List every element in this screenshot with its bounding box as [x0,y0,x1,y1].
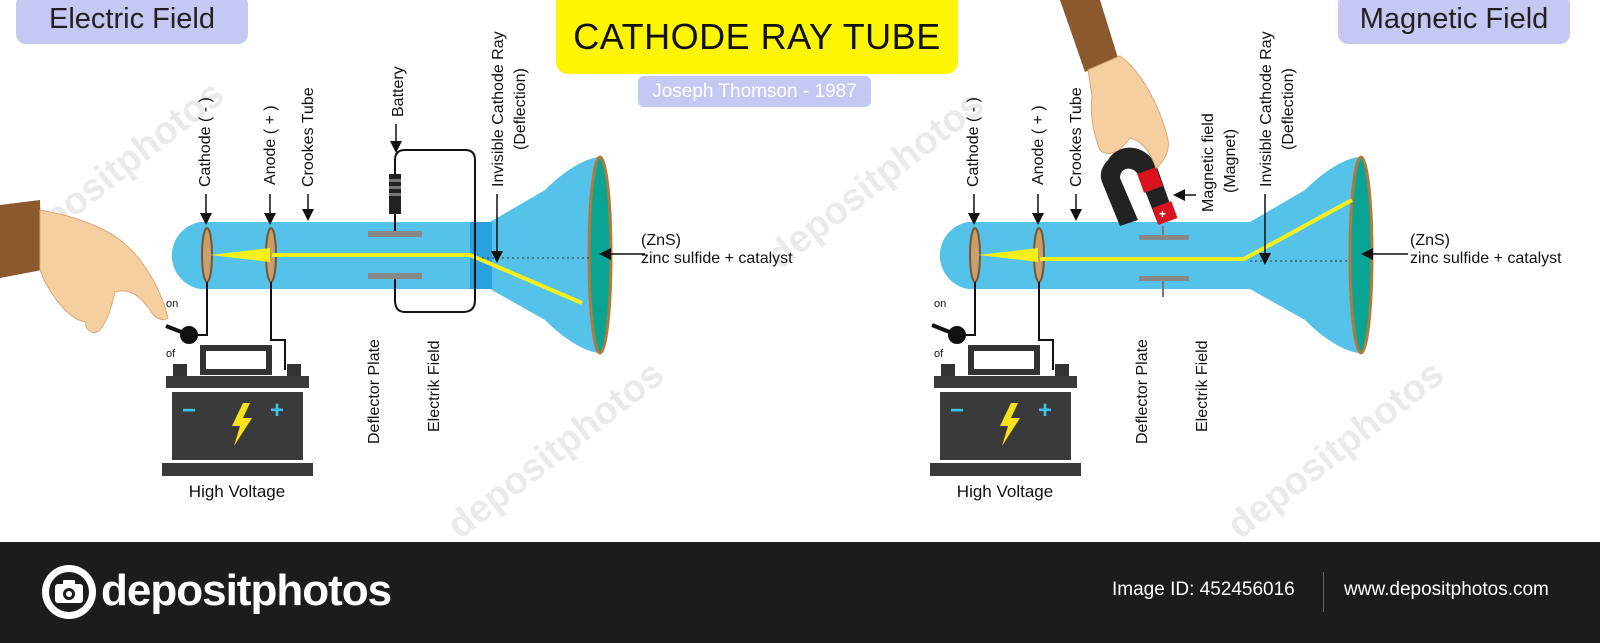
svg-text:+: + [1038,397,1052,424]
deflector-plate-label: Deflector Plate [366,339,383,444]
right-diagram: + on of − + [930,0,1562,501]
electric-field-title: Electric Field [16,0,248,44]
diagram-canvas: depositphotos depositphotos depositphoto… [0,0,1562,547]
battery-label: Battery [390,66,407,117]
svg-text:+: + [270,397,284,424]
switch-off-label: of [166,348,176,360]
footer-divider [1323,572,1324,612]
svg-text:−: − [182,397,196,424]
deflection-label: (Deflection) [1280,68,1297,150]
high-voltage-battery: − + [930,345,1081,476]
magnetic-field-label: Magnetic field [1200,113,1217,212]
zns-label: (ZnS) [641,232,681,249]
zns-label: (ZnS) [1410,232,1450,249]
invisible-ray-label: Invisible Cathode Ray [490,31,507,187]
deflection-label: (Deflection) [512,68,529,150]
crookes-tube-label: Crookes Tube [1068,87,1085,187]
high-voltage-label: High Voltage [957,482,1053,501]
image-id-text: Image ID: 452456016 [1112,579,1295,600]
invisible-ray-label: Invisible Cathode Ray [1258,31,1275,187]
left-diagram: on of − + High Voltage Cathode ( - ) Ano… [0,31,793,501]
cathode-label: Cathode ( - ) [965,97,982,187]
deflector-plate-bottom [1139,276,1189,281]
cathode-beam [272,253,583,305]
deflector-plate-top [368,231,422,237]
deflector-plate-label: Deflector Plate [1134,339,1151,444]
crookes-tube-label: Crookes Tube [300,87,317,187]
lightning-icon [1000,403,1020,446]
watermark-text: depositphotos [1220,353,1452,542]
anode-label: Anode ( + ) [262,105,279,185]
switch-on-label: on [166,298,178,310]
magnetic-field-title: Magnetic Field [1338,0,1570,44]
zns-desc-label: zinc sulfide + catalyst [1410,250,1562,267]
page-title: CATHODE RAY TUBE [556,0,958,74]
diagram-stage: depositphotos depositphotos depositphoto… [0,0,1570,547]
cathode-label: Cathode ( - ) [197,97,214,187]
camera-icon [42,565,96,619]
footer-bar: depositphotos Image ID: 452456016 www.de… [0,542,1600,643]
deflector-plate-top [1139,235,1189,240]
high-voltage-battery: − + [162,345,313,476]
watermark-text: depositphotos [440,353,672,542]
switch-on-label: on [934,298,946,310]
switch-lever [931,323,958,337]
electrik-field-label: Electrik Field [1194,340,1211,432]
magnet-label: (Magnet) [1222,129,1239,193]
zns-screen [1348,155,1374,355]
lightning-icon [232,403,252,446]
electrik-field-label: Electrik Field [426,340,443,432]
hand-illustration [0,200,169,333]
page-subtitle: Joseph Thomson - 1987 [638,76,871,107]
hand-illustration [1060,0,1169,169]
anode-wire [270,282,286,370]
beam-cone [978,248,1038,262]
zns-desc-label: zinc sulfide + catalyst [641,250,793,267]
beam-cone [210,248,270,262]
cathode-beam [1040,198,1353,261]
footer-brand: depositphotos [101,566,392,615]
anode-label: Anode ( + ) [1030,105,1047,185]
magnet-icon: + [1100,147,1178,226]
anode-wire [1038,282,1054,370]
zns-screen [587,155,613,355]
svg-text:+: + [1159,207,1166,221]
footer-url-link[interactable]: www.depositphotos.com [1344,579,1549,600]
switch-lever [165,324,190,337]
switch-off-label: of [934,348,944,360]
svg-text:−: − [950,397,964,424]
high-voltage-label: High Voltage [189,482,285,501]
deflector-plate-bottom [368,273,422,279]
